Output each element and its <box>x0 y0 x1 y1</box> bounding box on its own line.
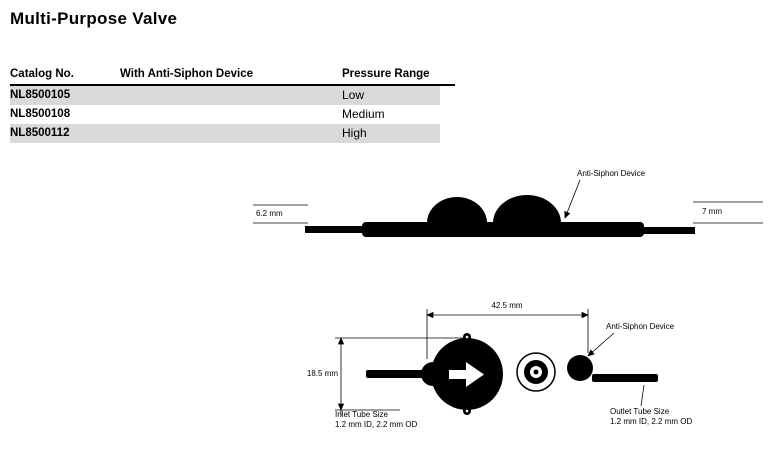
catalog-table: Catalog No. With Anti-Siphon Device Pres… <box>10 66 455 143</box>
anti-siphon-device <box>567 355 593 381</box>
mounting-hole-top <box>465 335 469 339</box>
catalog-no-cell: NL8500105 <box>10 89 71 101</box>
side-view-diagram: Anti-Siphon Device 6.2 mm 7 mm <box>253 169 763 237</box>
anti-siphon-label: Anti-Siphon Device <box>577 169 646 178</box>
anti-siphon-leader-line <box>564 179 581 219</box>
device-cell <box>120 86 342 105</box>
inlet-tube-side <box>305 226 365 233</box>
inlet-tube <box>366 370 426 378</box>
outlet-tube <box>592 374 658 382</box>
outlet-tube-size-spec: 1.2 mm ID, 2.2 mm OD <box>610 417 692 426</box>
header-pressure-range: Pressure Range <box>342 68 430 80</box>
height-left-dim: 6.2 mm <box>256 209 283 218</box>
outlet-tube-size-title: Outlet Tube Size <box>610 407 670 416</box>
pressure-cell: Medium <box>342 107 385 121</box>
top-view-diagram: 42.5 mm Anti-Siphon Device 18.5 mm <box>307 301 693 429</box>
pressure-cell: High <box>342 126 367 140</box>
catalog-no-cell: NL8500108 <box>10 108 71 120</box>
anti-siphon-leader-line <box>587 332 615 357</box>
table-row: NL8500108 Medium <box>10 105 440 124</box>
flow-arrow-head <box>466 362 484 387</box>
width-dim: 42.5 mm <box>491 301 522 310</box>
device-cell <box>120 124 342 143</box>
inlet-tube-size-spec: 1.2 mm ID, 2.2 mm OD <box>335 420 417 429</box>
valve-body-side <box>362 222 644 237</box>
table-row: NL8500105 Low <box>10 86 440 105</box>
height-right-dim: 7 mm <box>702 207 722 216</box>
anti-siphon-label: Anti-Siphon Device <box>606 322 675 331</box>
port-center-dot <box>533 369 539 375</box>
anti-siphon-dome <box>493 195 561 223</box>
outlet-tube-side <box>641 227 695 234</box>
flow-arrow-shaft <box>449 370 467 379</box>
page-title: Multi-Purpose Valve <box>10 9 178 28</box>
mounting-hole-bottom <box>465 409 469 413</box>
catalog-no-cell: NL8500112 <box>10 127 70 139</box>
table-row: NL8500112 High <box>10 124 440 143</box>
inlet-tube-size-title: Inlet Tube Size <box>335 410 388 419</box>
pressure-cell: Low <box>342 88 365 102</box>
device-cell <box>120 105 342 124</box>
table-header-row: Catalog No. With Anti-Siphon Device Pres… <box>10 66 455 86</box>
header-catalog-no: Catalog No. <box>10 68 74 80</box>
height-dim: 18.5 mm <box>307 369 338 378</box>
header-anti-siphon: With Anti-Siphon Device <box>120 68 253 80</box>
outlet-leader-line <box>640 384 645 407</box>
dome-left <box>427 197 487 223</box>
